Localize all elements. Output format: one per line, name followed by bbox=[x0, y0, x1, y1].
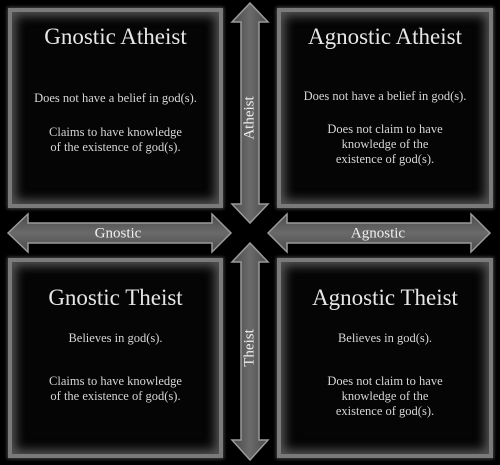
agnostic-theist-title: Agnostic Theist bbox=[312, 285, 458, 310]
gnostic-theist-knowledge-1: Claims to have knowledge bbox=[49, 374, 182, 388]
theist-arrow bbox=[230, 241, 270, 462]
agnostic-theist-panel: Agnostic Theist Believes in god(s). Does… bbox=[277, 258, 493, 458]
gnostic-theist-knowledge-2: of the existence of god(s). bbox=[50, 389, 181, 403]
theist-label: Theist bbox=[241, 328, 257, 366]
agnostic-atheist-panel: Agnostic Atheist Does not have a belief … bbox=[277, 8, 493, 208]
agnostic-theist-knowledge-1: Does not claim to have bbox=[327, 374, 443, 388]
gnostic-theist-title: Gnostic Theist bbox=[48, 285, 183, 310]
gnostic-atheist-panel: Gnostic Atheist Does not have a belief i… bbox=[8, 8, 223, 208]
agnostic-atheist-knowledge-3: existence of god(s). bbox=[335, 152, 435, 166]
gnostic-atheist-title: Gnostic Atheist bbox=[44, 24, 187, 49]
gnostic-label: Gnostic bbox=[95, 225, 142, 241]
agnostic-arrow bbox=[266, 212, 492, 254]
gnostic-arrow bbox=[6, 212, 233, 254]
gnostic-atheist-knowledge-1: Claims to have knowledge bbox=[49, 125, 182, 139]
gnostic-atheist-knowledge-2: of the existence of god(s). bbox=[50, 140, 181, 154]
atheist-label: Atheist bbox=[241, 96, 257, 140]
agnostic-atheist-knowledge-2: knowledge of the bbox=[341, 137, 429, 151]
agnostic-label: Agnostic bbox=[351, 225, 406, 241]
agnostic-theist-belief: Believes in god(s). bbox=[337, 331, 433, 345]
agnostic-atheist-title: Agnostic Atheist bbox=[308, 24, 462, 49]
gnostic-atheist-belief: Does not have a belief in god(s). bbox=[34, 91, 197, 105]
atheist-arrow bbox=[230, 1, 270, 225]
gnostic-theist-panel: Gnostic Theist Believes in god(s). Claim… bbox=[8, 258, 223, 458]
agnostic-atheist-knowledge-1: Does not claim to have bbox=[327, 122, 443, 136]
agnostic-atheist-belief: Does not have a belief in god(s). bbox=[303, 89, 467, 103]
agnostic-theist-knowledge-2: knowledge of the bbox=[341, 389, 429, 403]
agnostic-theist-knowledge-3: existence of god(s). bbox=[335, 404, 435, 418]
gnostic-theist-belief: Believes in god(s). bbox=[68, 331, 163, 345]
